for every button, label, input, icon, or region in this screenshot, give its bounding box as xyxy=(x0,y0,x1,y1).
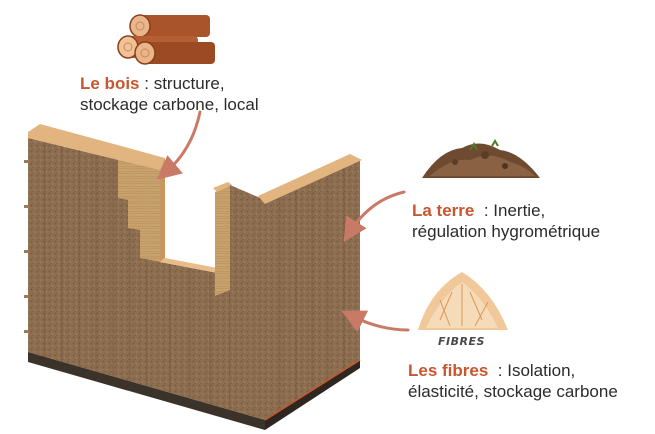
label-terre-keyword: La terre xyxy=(412,201,474,220)
label-bois-line2: stockage carbone, local xyxy=(80,95,259,114)
label-bois: Le bois : structure, stockage carbone, l… xyxy=(80,73,259,115)
label-terre-line2: régulation hygrométrique xyxy=(412,222,600,241)
label-fibres: Les fibres : Isolation, élasticité, stoc… xyxy=(408,360,618,402)
window-jamb xyxy=(215,185,230,296)
label-terre-line1: Inertie, xyxy=(493,201,545,220)
label-bois-sep: : xyxy=(140,74,154,93)
log-pile-icon xyxy=(118,15,215,64)
label-fibres-sep: : xyxy=(488,361,507,380)
earth-pile-icon xyxy=(422,141,540,178)
arrow-bois xyxy=(166,112,200,172)
label-fibres-keyword: Les fibres xyxy=(408,361,488,380)
label-fibres-line1: Isolation, xyxy=(507,361,575,380)
label-fibres-line2: élasticité, stockage carbone xyxy=(408,382,618,401)
fibres-tag: FIBRES xyxy=(438,335,485,348)
label-bois-line1: structure, xyxy=(154,74,225,93)
label-terre-sep: : xyxy=(474,201,493,220)
fibre-pile-icon xyxy=(418,272,508,330)
label-terre: La terre : Inertie, régulation hygrométr… xyxy=(412,200,600,242)
label-bois-keyword: Le bois xyxy=(80,74,140,93)
middle-wall-block xyxy=(230,185,265,420)
wall-cutaway xyxy=(24,124,362,430)
arrow-fibres xyxy=(352,316,408,330)
